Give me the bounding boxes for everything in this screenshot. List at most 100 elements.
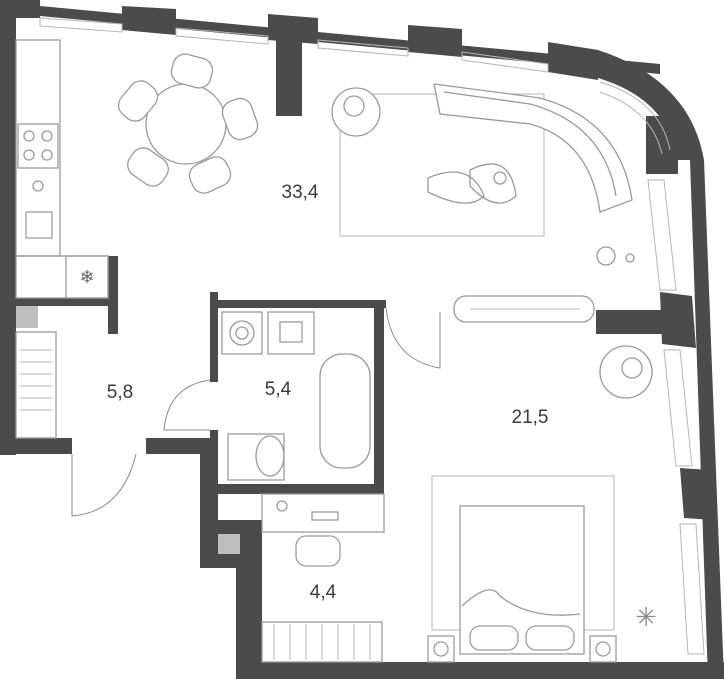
wall-bedroom [596, 310, 692, 334]
area-study: 4,4 [310, 582, 337, 603]
nightstand [589, 635, 617, 663]
area-bedroom: 21,5 [512, 407, 549, 428]
washer-drum [229, 320, 255, 346]
chair [127, 147, 169, 187]
burner [41, 130, 53, 142]
wall-pier [548, 42, 598, 80]
area-hallway: 5,8 [107, 382, 133, 403]
window [663, 349, 693, 467]
entrance-door [71, 453, 137, 517]
chair [170, 53, 214, 89]
wall-top [40, 6, 660, 74]
shaft [218, 534, 240, 554]
washer-drum-inner [235, 326, 249, 340]
wall-pier [122, 6, 176, 35]
wall-hall-top [16, 298, 118, 306]
wall-bath-bottom [210, 484, 384, 494]
wall-kitchen [108, 256, 118, 334]
basin [279, 321, 303, 343]
wall-bath-left-low [210, 430, 218, 494]
window-curved [599, 91, 663, 155]
armchair-seat [621, 357, 643, 379]
shelf [261, 621, 383, 663]
window [647, 179, 677, 291]
toilet [255, 435, 285, 477]
dining-set [117, 53, 259, 194]
desk-chair [295, 535, 341, 567]
kitchen-counter [15, 39, 61, 257]
bath-door [163, 379, 211, 431]
bathtub [319, 353, 371, 469]
burner [41, 149, 53, 161]
wardrobe [15, 331, 57, 439]
lamp [433, 641, 449, 657]
faucet [32, 180, 44, 192]
nightstand [427, 635, 455, 663]
wall-left [0, 0, 16, 455]
armchair [331, 87, 381, 137]
pillow [469, 625, 519, 651]
bedroom: ✳ [385, 295, 657, 663]
armchair-bedroom [599, 345, 653, 399]
window-curved [599, 81, 671, 151]
decor [493, 171, 507, 185]
sink [25, 211, 53, 239]
wall-hall-bottom-right [146, 438, 216, 454]
hallway [15, 331, 211, 517]
wall-pier [646, 116, 678, 174]
area-living-kitchen: 33,4 [282, 182, 319, 203]
sofa [433, 83, 633, 213]
wall-bath-left [210, 292, 218, 382]
windows [39, 17, 705, 655]
cooktop [17, 123, 59, 169]
fridge [65, 255, 109, 299]
coffee-table [427, 171, 485, 204]
chair [221, 97, 259, 141]
wall-right [690, 160, 724, 679]
chair [117, 80, 159, 122]
wall-pier [680, 468, 714, 520]
bathroom [221, 311, 371, 481]
pillow [525, 625, 575, 651]
area-labels: 33,4 5,8 5,4 21,5 4,4 [107, 182, 549, 603]
lamp [276, 500, 288, 512]
wall-bottom [236, 662, 724, 679]
sink-bath [267, 311, 315, 355]
coffee-table [469, 163, 517, 204]
washer [221, 311, 263, 355]
window [461, 51, 549, 73]
wall-bath-top [210, 300, 386, 308]
side-table [596, 246, 616, 266]
shaft-hall [16, 306, 38, 328]
snowflake-icon: ❄ [79, 267, 94, 288]
wall-top-corner [0, 0, 40, 18]
window [39, 17, 123, 33]
wall-bath-right [374, 300, 384, 494]
desk [261, 493, 385, 533]
kitchen: ❄ [15, 39, 109, 299]
study [261, 493, 385, 663]
wall-pier [408, 25, 462, 57]
burner [23, 130, 35, 142]
area-bathroom: 5,4 [265, 379, 292, 400]
keyboard [311, 511, 339, 521]
wall-column [276, 30, 302, 116]
window [175, 27, 269, 45]
bed-blanket [461, 589, 581, 616]
window [679, 523, 705, 655]
living-room [331, 83, 635, 266]
burner [23, 149, 35, 161]
lamp [625, 253, 635, 263]
sofa-back [443, 91, 617, 197]
lamp [595, 641, 611, 657]
wall-hall-bottom [0, 438, 72, 454]
chair [188, 156, 232, 194]
plant-icon: ✳ [635, 603, 657, 633]
inner-walls [16, 256, 692, 494]
window [317, 39, 409, 57]
bedroom-door [385, 307, 441, 369]
armchair-seat [343, 95, 365, 117]
